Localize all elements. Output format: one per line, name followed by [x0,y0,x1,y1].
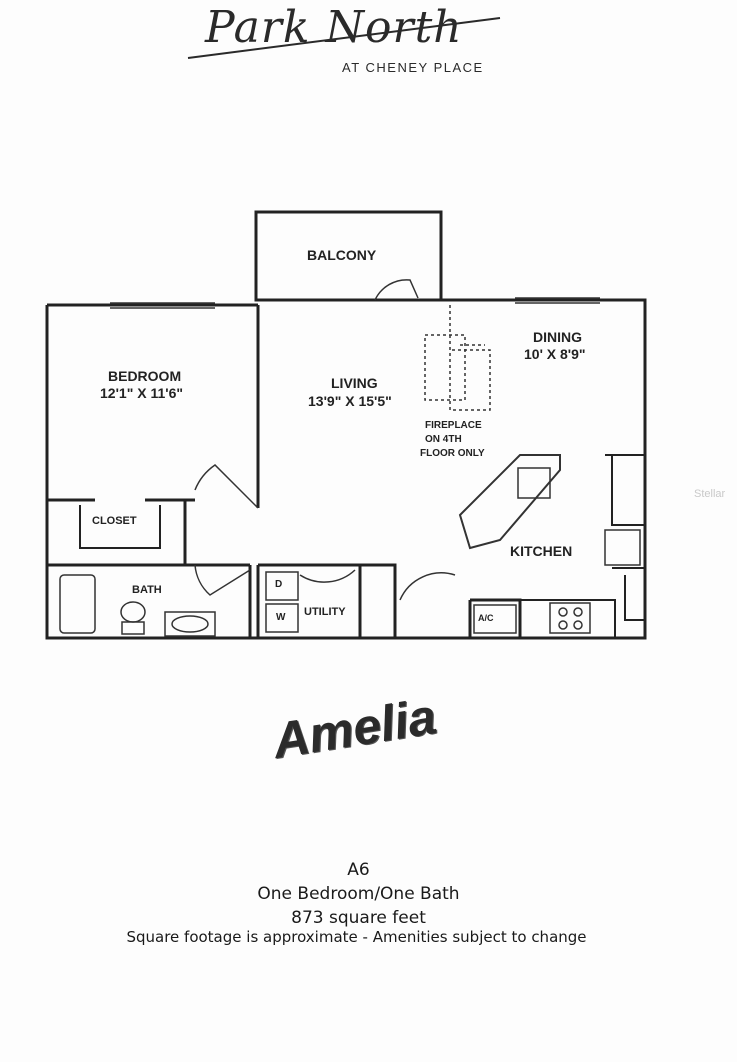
fireplace-outline [424,305,491,411]
bath-wall [47,563,252,638]
closet-wall [47,498,195,565]
bedroom-door [194,464,259,509]
fireplace-note-line-3: FLOOR ONLY [420,448,485,459]
bedroom-size: 12'1" X 11'6" [100,385,183,401]
logo-underline [187,17,501,59]
entry-door [399,572,456,601]
outer-wall [45,298,647,640]
balcony-door [374,279,419,301]
living-label: LIVING [331,375,378,391]
fireplace-note-line-2: ON 4TH [425,434,462,445]
dining-label: DINING [533,329,582,345]
stove [549,602,591,634]
watermark: Stellar [694,488,726,500]
utility-door [299,569,356,583]
utility-label: UTILITY [304,606,346,618]
disclaimer: Square footage is approximate - Amenitie… [126,928,587,946]
kitchen-sink [517,467,551,499]
living-size: 13'9" X 15'5" [308,393,392,409]
bathtub [59,574,96,634]
ac-label: A/C [478,613,494,623]
closet-label: CLOSET [92,515,137,527]
bedroom-label: BEDROOM [108,368,182,384]
toilet [120,601,146,623]
utility-wall [256,563,362,638]
model-type: One Bedroom/One Bath [257,884,460,904]
floor-plan [45,210,647,640]
brand-subtitle: AT CHENEY PLACE [342,60,484,75]
dryer-label: D [275,579,283,590]
washer-label: W [276,612,286,623]
vanity [164,611,216,637]
bath-label: BATH [132,584,162,596]
dining-window [515,297,600,304]
model-area: 873 square feet [291,908,426,928]
model-code: A6 [347,860,370,880]
kitchen-island [458,454,561,550]
kitchen-label: KITCHEN [510,543,573,559]
washer-box [265,603,299,633]
ac-box [473,604,517,634]
refrigerator [604,529,641,566]
balcony-label: BALCONY [307,247,377,263]
bedroom-window [110,302,215,309]
dining-size: 10' X 8'9" [524,346,586,362]
bath-door [194,564,251,596]
fireplace-note-line-1: FIREPLACE [425,420,482,431]
dryer-box [265,571,299,601]
